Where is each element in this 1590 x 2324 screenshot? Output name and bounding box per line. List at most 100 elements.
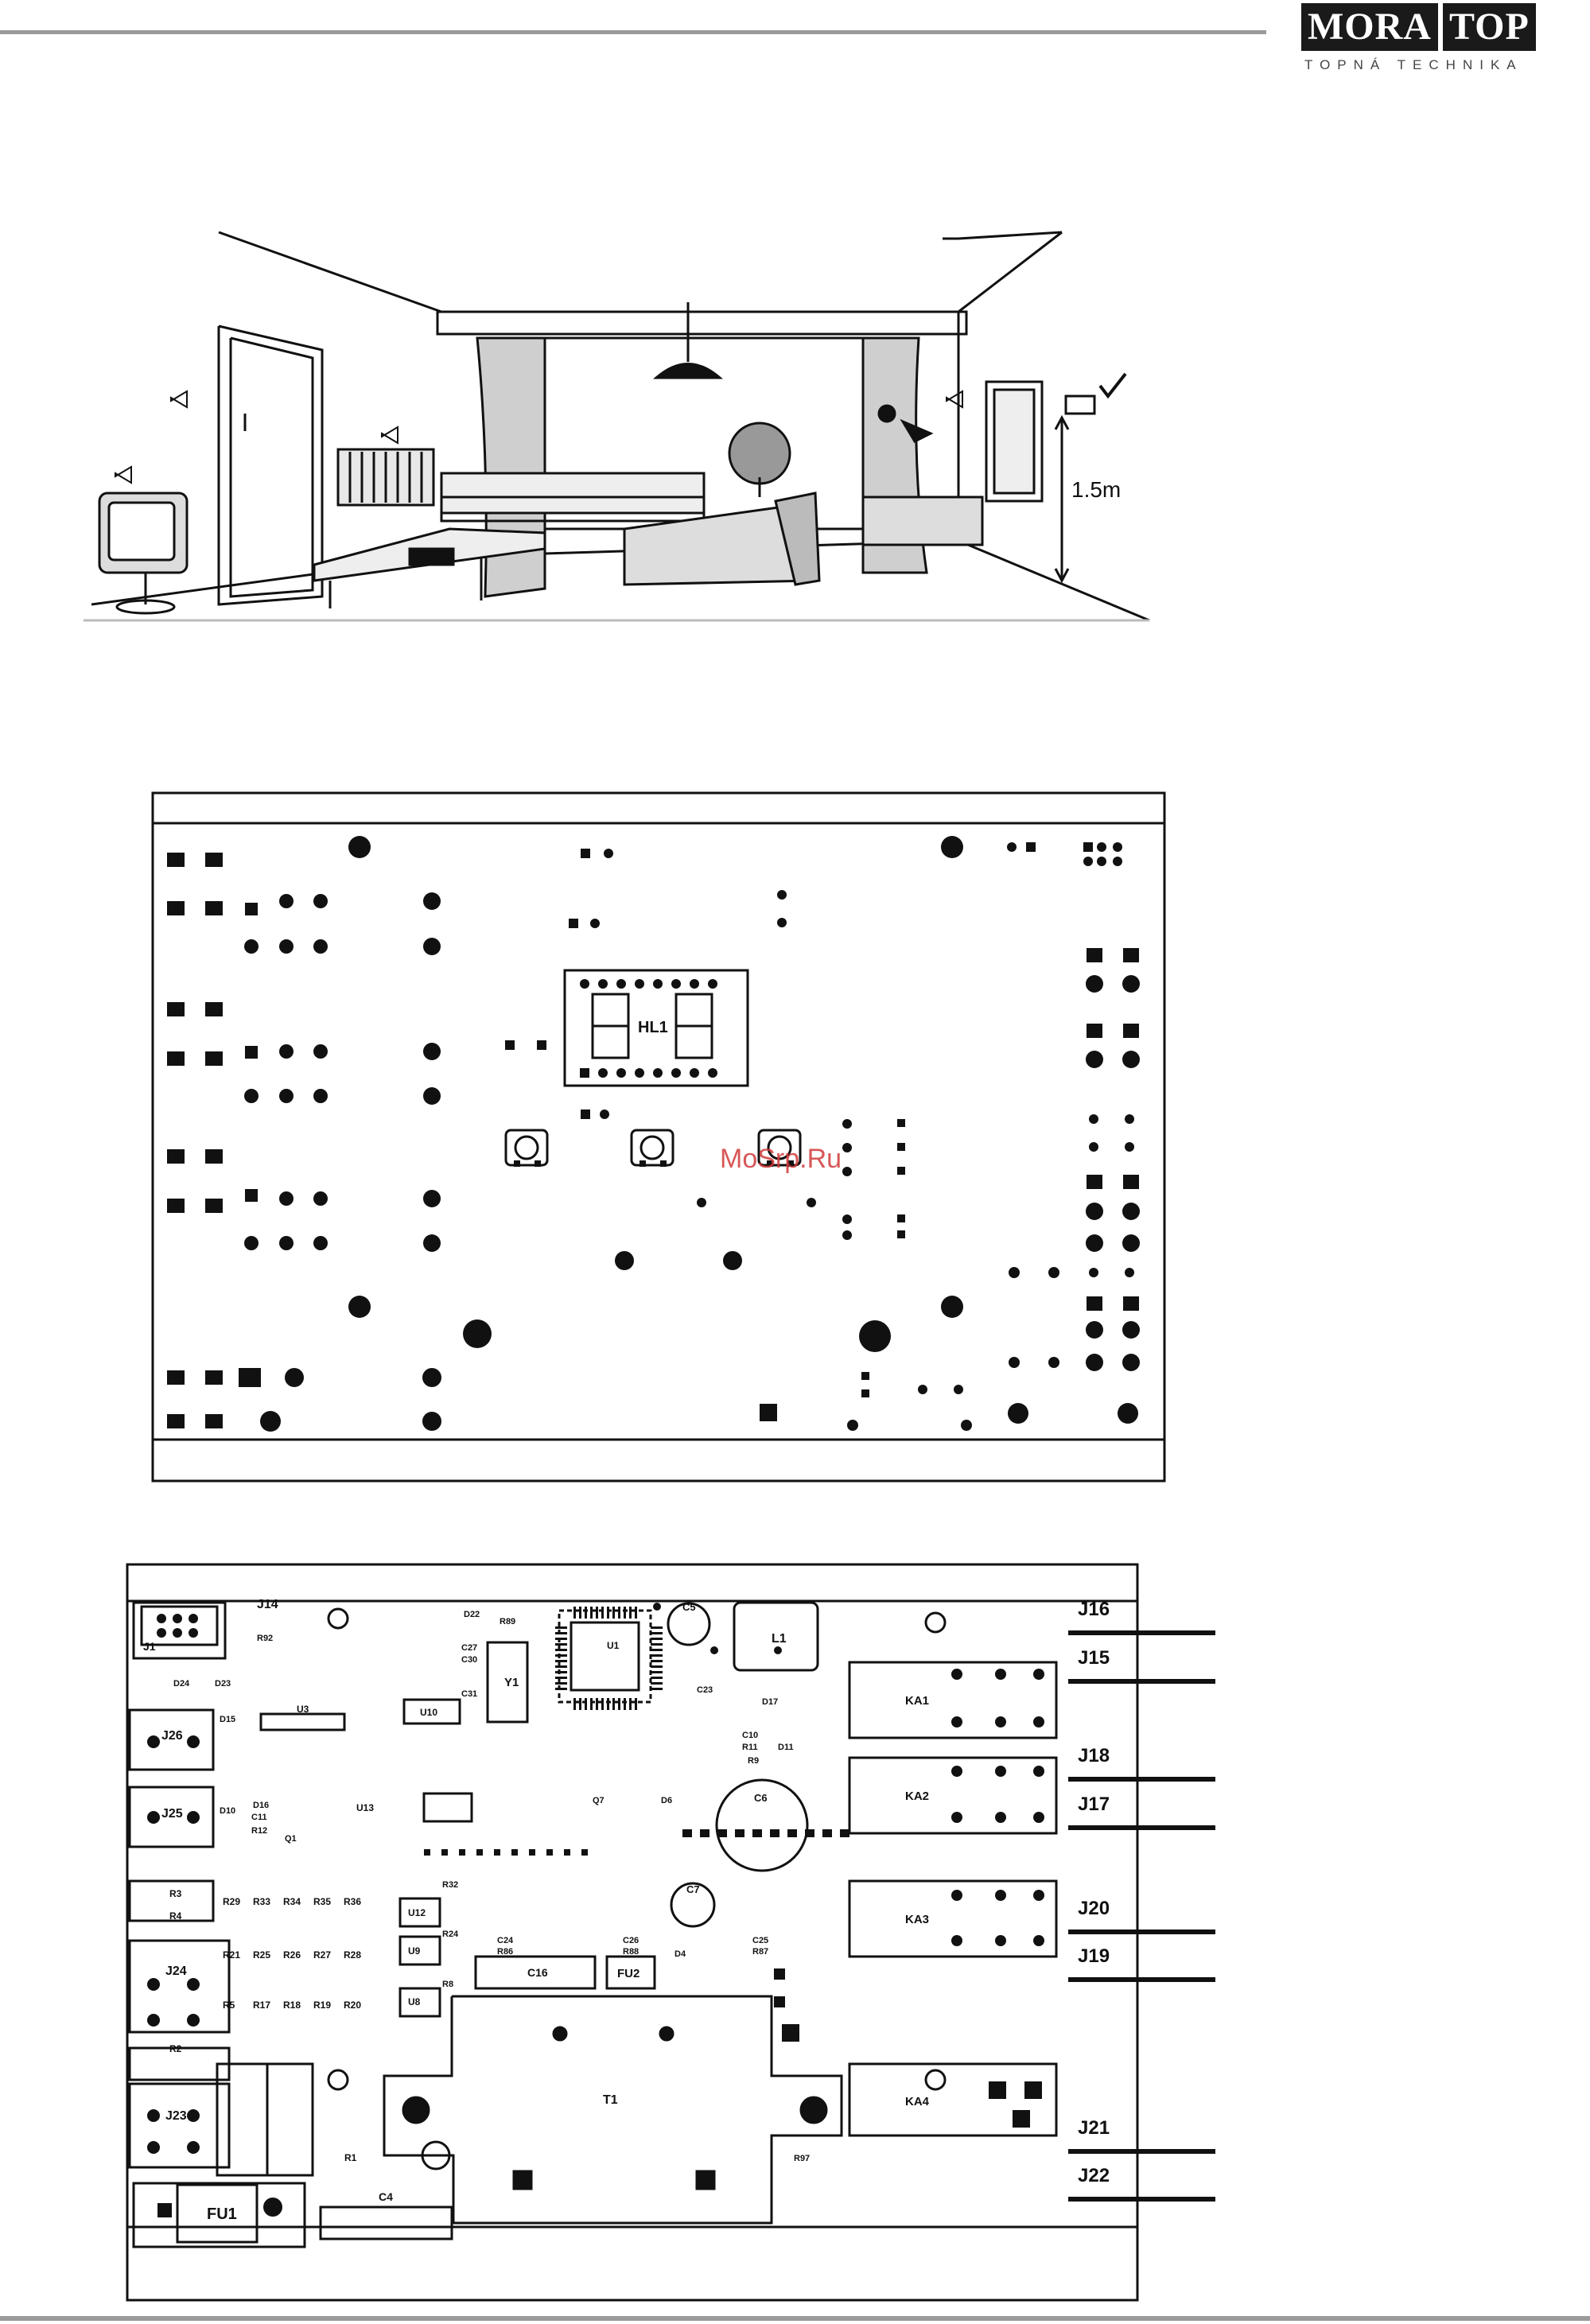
pcb-smd-pad [573,1698,576,1710]
pcb-smd-pad [618,1698,620,1710]
pcb-smd-pad [424,1849,430,1856]
pcb-pad [995,1766,1006,1777]
brand-logo: MORA TOP TOPNÁ TECHNIKA [1301,3,1588,80]
pcb-smd-pad [651,1671,663,1673]
pcb-pad [189,1628,198,1638]
pcb-smd-pad [624,1607,626,1619]
room-illustration: 1.5m [84,231,1150,622]
pcb-pad [187,2141,200,2154]
pcb-pad [1033,1669,1044,1680]
pcb-smd-pad [735,1829,744,1837]
part-label-d11: D11 [778,1743,794,1752]
pcb-smd-pad [770,1829,779,1837]
resistor-label-r28: R28 [344,1949,361,1961]
jumper-label-j21: J21 [1078,2117,1110,2139]
pcb-smd-pad [555,1626,567,1629]
pcb-smd-pad [607,1698,609,1710]
pcb-pad [951,1935,962,1946]
pcb-smd-pad [682,1829,692,1837]
ic-label-u8: U8 [408,1996,421,2007]
pcb-smd-pad [590,1607,593,1619]
part-label-c31: C31 [461,1689,477,1699]
pcb-smd-pad [573,1607,576,1619]
pcb-smd-pad [629,1607,632,1619]
pcb-smd-pad [555,1677,567,1679]
resistor-label-r17: R17 [253,1999,270,2011]
pcb-smd-pad [555,1660,567,1662]
pcb-pad [157,1614,166,1623]
pcb-smd-pad [579,1698,581,1710]
connector-label-j14: J14 [257,1598,278,1611]
pcb-pad [1033,1812,1044,1823]
pcb-smd-pad [612,1607,615,1619]
part-label-r92: R92 [257,1634,273,1643]
height-label: 1.5m [1071,477,1121,502]
pcb-pad [951,1890,962,1901]
pcb-layout: J16J15J18J17J20J19J21J22KA1KA2KA3KA4T1FU… [126,1563,1215,2302]
pcb-smd-pad [555,1671,567,1673]
relay-label-ka1: KA1 [905,1694,929,1708]
pcb-smd-pad [822,1829,832,1837]
pcb-smd-pad [651,1626,663,1629]
connector-label-j25: J25 [161,1807,183,1821]
pcb-pad [995,1812,1006,1823]
resistor-label-r19: R19 [313,1999,331,2011]
part-label-c23: C23 [697,1685,713,1695]
resistor-label-r2: R2 [169,2043,182,2054]
pcb-smd-pad [651,1654,663,1657]
pcb-smd-pad [651,1660,663,1662]
connector-label-j1: J1 [143,1640,156,1653]
resistor-label-r26: R26 [283,1949,301,1961]
part-label-c26: C26 [623,1936,639,1945]
pcb-smd-pad [624,1698,626,1710]
part-label-r86: R86 [497,1947,513,1957]
fuse-label-fu1: FU1 [207,2205,237,2223]
pcb-pad [147,2014,160,2027]
resistor-label-r3: R3 [169,1888,182,1899]
watermark: MoSrp.Ru [720,1144,842,1174]
pcb-smd-pad [585,1607,587,1619]
pcb-smd-pad [651,1632,663,1634]
pcb-pad [173,1628,182,1638]
cap-label-c5: C5 [682,1601,696,1613]
pcb-smd-pad [651,1649,663,1651]
resistor-label-r21: R21 [223,1949,240,1961]
pcb-smd-pad [989,2081,1006,2099]
part-label-c24: C24 [497,1936,514,1945]
pcb-pad [147,1735,160,1748]
part-label-r32: R32 [442,1880,458,1890]
pcb-smd-pad [579,1607,581,1619]
part-label-r9: R9 [748,1756,759,1766]
relay-label-ka3: KA3 [905,1913,929,1926]
pcb-smd-pad [635,1607,637,1619]
pcb-smd-pad [555,1654,567,1657]
part-label-d17: D17 [762,1697,778,1707]
pcb-pad [774,1646,782,1654]
pcb-smd-pad [782,2024,799,2042]
pcb-smd-pad [618,1607,620,1619]
connector-label-j26: J26 [161,1729,183,1743]
pcb-pad [995,1935,1006,1946]
ic-label-u9: U9 [408,1945,421,1957]
inductor-label: L1 [772,1632,787,1646]
pcb-smd-pad [651,1643,663,1646]
cap-label-c4: C4 [379,2190,393,2203]
pcb-smd-pad [476,1849,483,1856]
brand-right: TOP [1442,3,1536,51]
pcb-smd-pad [651,1638,663,1640]
pcb-pad [1033,1935,1044,1946]
brand-left: MORA [1301,3,1438,51]
pcb-pad [1033,1890,1044,1901]
resistor-label-r20: R20 [344,1999,361,2011]
pcb-pad [187,1978,200,1991]
pcb-smd-pad [774,1996,785,2007]
pcb-smd-pad [555,1682,567,1685]
part-label-c10: C10 [742,1731,758,1740]
pcb-smd-pad [555,1649,567,1651]
pcb-pad [951,1669,962,1680]
part-label-d23: D23 [215,1679,231,1689]
resistor-label-r29: R29 [223,1896,240,1907]
part-label-c27: C27 [461,1643,477,1653]
part-label-d16: D16 [253,1801,269,1810]
pcb-smd-pad [774,1968,785,1980]
